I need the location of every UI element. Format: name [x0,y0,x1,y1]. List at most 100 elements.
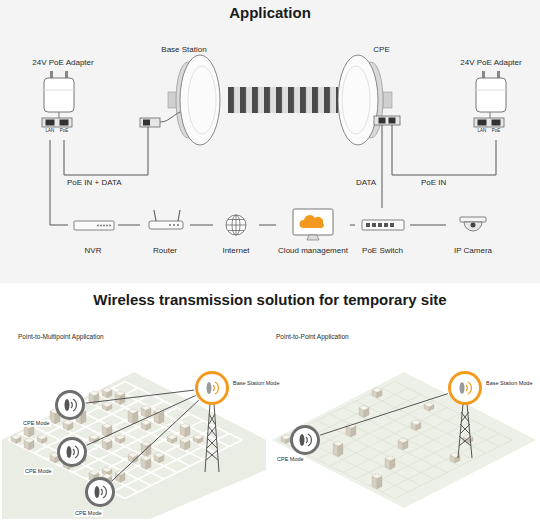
globe-icon [226,215,246,235]
badge-circle [195,371,229,405]
mode-label: CPE Mode [24,468,53,475]
dish-symbol [95,486,100,498]
dish-symbol [300,434,305,446]
device-caption: Router [153,246,177,256]
device-caption: PoE Switch [362,246,403,256]
dish-symbol [67,446,72,458]
building [102,402,112,407]
link-label: PoE IN + DATA [66,178,123,187]
road [73,408,190,467]
mode-badge: CPE Mode [290,425,320,455]
dish-symbol [207,382,212,394]
device-node: Router [140,208,190,256]
road [8,382,125,441]
road [356,421,473,480]
poe-adapter-icon [474,71,506,127]
mode-badge: CPE Mode [85,477,115,507]
cable-line [259,225,276,226]
map-ground [272,372,536,508]
signal-arcs [306,434,311,446]
switch-icon [362,220,404,230]
map-ground [2,372,266,519]
dish-symbol [460,382,465,394]
mode-badge: Base Station Mode [448,371,482,405]
antenna-icon [140,55,220,165]
mode-label: CPE Mode [276,456,305,463]
cable-line [190,225,213,226]
device-node: Cloud management [276,205,350,256]
building [180,423,190,428]
badge-circle [55,390,85,420]
badge-circle [57,437,87,467]
building [128,452,138,457]
device-caption: NVR [85,246,102,256]
device-node: 24V PoE Adapter [28,58,98,140]
road [34,427,151,486]
building [141,441,151,446]
cable-line [86,390,194,403]
signal-arcs [213,382,218,394]
badge-face [58,393,82,417]
dish-symbol [65,399,70,411]
building [385,456,395,461]
cable-line [392,140,496,175]
mode-label: CPE Mode [74,510,103,517]
text-label: PoE [492,128,501,133]
building [102,467,112,472]
building [372,474,382,479]
building [180,438,190,443]
camera-icon [460,217,486,231]
badge-face [60,440,84,464]
road [343,408,460,467]
building [115,391,125,396]
poe-adapter-icon [42,71,74,127]
road [99,395,216,454]
device-node: PoE Switch [355,208,410,256]
building [398,438,408,443]
road [125,440,242,499]
device-caption: IP Camera [454,246,492,256]
building [102,438,112,443]
signal-arcs [71,399,76,411]
cable-line [410,225,446,226]
cable-line [320,394,448,436]
road [86,421,203,480]
building [102,423,112,428]
building [128,409,138,414]
road [304,427,421,486]
badge-circle [290,425,320,455]
road [21,434,138,493]
building [141,456,151,461]
road [382,434,499,493]
building [333,441,343,446]
text-label: LAN [478,128,487,133]
building [167,435,177,440]
building [37,435,47,440]
road [304,395,421,454]
device-caption: Cloud management [278,246,348,256]
building [24,438,34,443]
signal-arcs [101,486,106,498]
road [330,408,447,467]
badge-face [198,374,226,402]
device-node: IP Camera [446,208,500,256]
text-label: Point-to-Point Application [276,333,349,340]
link-label: PoE IN [420,178,447,187]
wireless-link [228,87,338,113]
top-panel [0,0,540,283]
building [89,435,99,440]
cable-line [87,396,196,446]
building [424,402,434,407]
diagram-title: Application [0,4,540,21]
building [411,420,421,425]
mode-label: Base Station Mode [232,380,280,387]
cable-line [112,400,199,481]
device-caption: Internet [222,246,249,256]
road [47,421,164,480]
device-node: NVR [68,208,118,256]
badge-ring [448,371,482,405]
cable-line [382,165,383,208]
building [281,435,291,440]
device-node: 24V PoE Adapter [455,58,527,140]
